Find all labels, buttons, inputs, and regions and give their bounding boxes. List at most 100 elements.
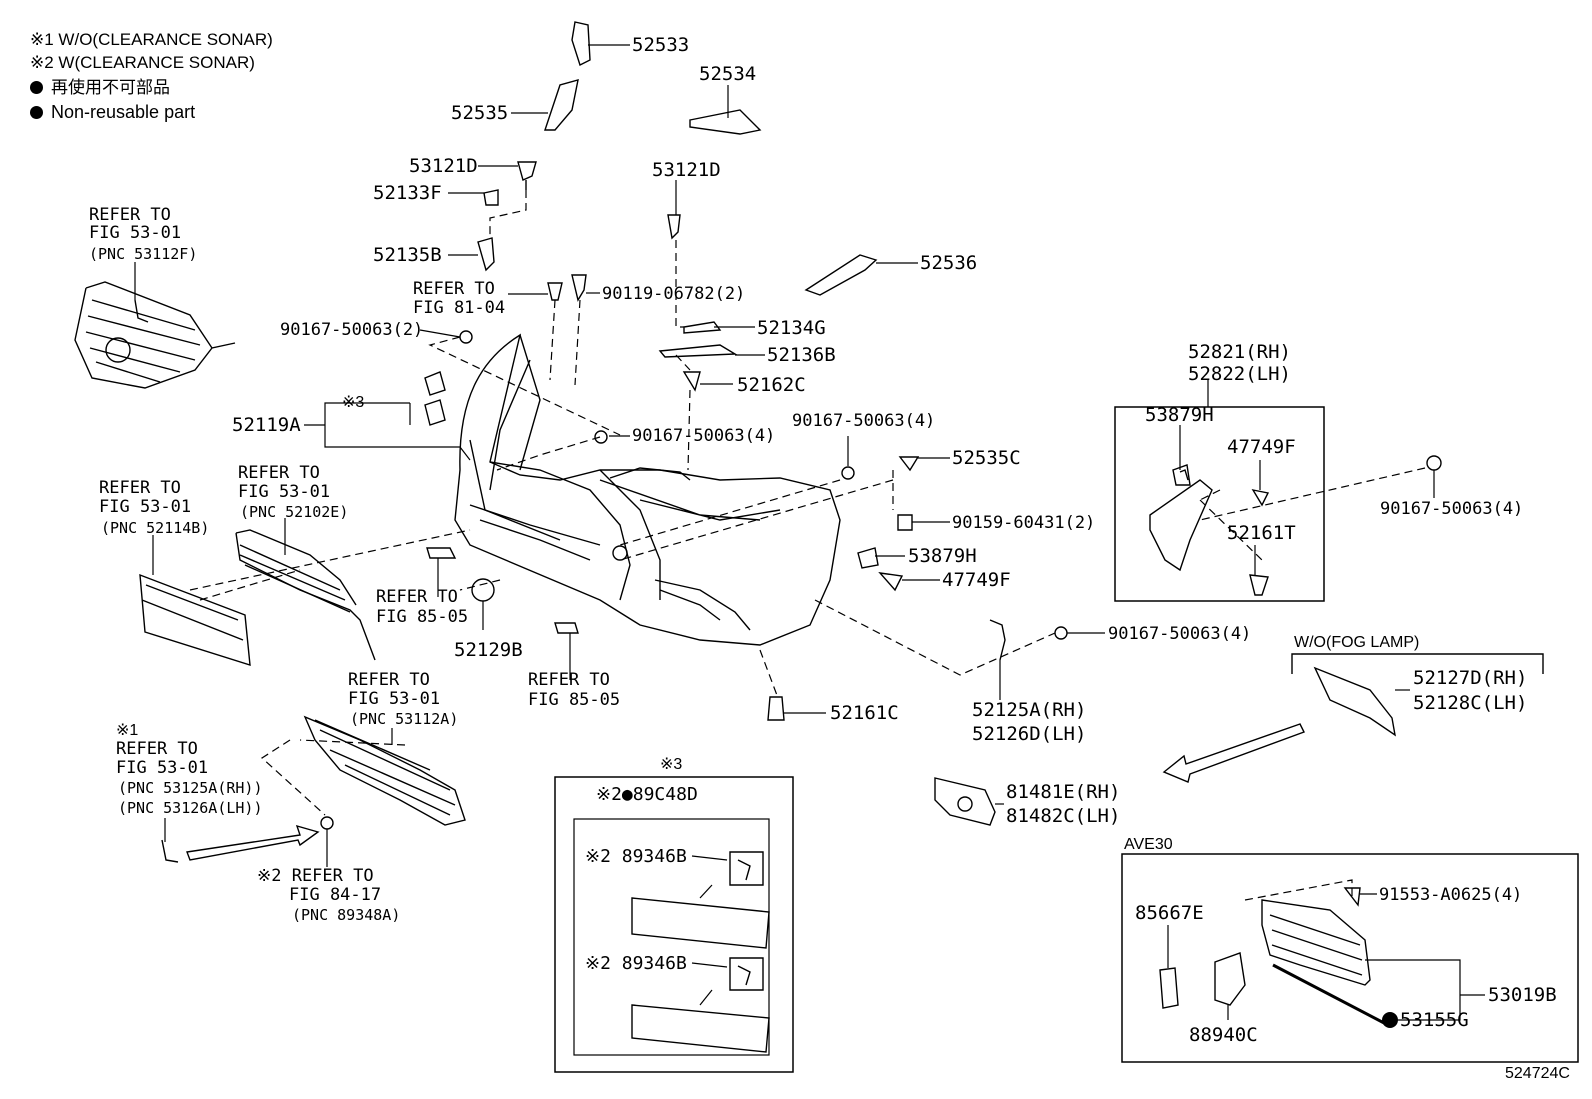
legend-note-2: ※2 W(CLEARANCE SONAR) [30,53,255,72]
part-label-52161C[interactable]: 52161C [830,702,899,724]
refer-53125A-line3[interactable]: (PNC 53125A(RH)) [118,779,263,797]
part-label-52161T[interactable]: 52161T [1227,522,1296,544]
part-label-52535[interactable]: 52535 [451,102,509,124]
refer-53112A-line2[interactable]: FIG 53-01 [348,689,441,709]
clip-52161C-drawing [767,696,785,721]
part-label-52535C[interactable]: 52535C [952,447,1021,469]
clip-53121D-b-drawing [667,214,681,240]
part-label-52821[interactable]: 52821(RH) [1188,341,1291,363]
part-label-81481E[interactable]: 81481E(RH) [1006,781,1121,803]
part-label-47749F-b[interactable]: 47749F [1227,436,1296,458]
arrow-right-shape [186,824,320,861]
bracket-52535-drawing [544,79,579,131]
sensor-plate-a-drawing [631,897,770,949]
front-grille-lower-drawing [303,715,466,826]
part-label-52136B[interactable]: 52136B [767,344,836,366]
refer-81-04-line1[interactable]: REFER TO [413,279,495,299]
part-53879H-b-drawing [1172,464,1191,486]
part-label-52128C[interactable]: 52128C(LH) [1413,692,1528,714]
clip-52162C-drawing [682,371,701,392]
refer-89348A-line2[interactable]: FIG 84-17 [289,885,382,905]
refer-89348A-line3[interactable]: (PNC 89348A) [292,906,401,924]
refer-52114B-line1[interactable]: REFER TO [99,478,181,498]
part-label-90167-e[interactable]: 90167-50063(4) [1380,499,1524,519]
part-label-90167-c[interactable]: 90167-50063(4) [792,411,936,431]
nut-90167-e-drawing [1426,455,1442,471]
part-52161T-drawing [1249,574,1269,596]
part-label-53155G[interactable]: 53155G [1400,1009,1469,1031]
refer-53112F-line2[interactable]: FIG 53-01 [89,223,182,243]
part-label-52822[interactable]: 52822(LH) [1188,363,1291,385]
refer-53125A-line1[interactable]: REFER TO [116,739,198,759]
refer-53112F-line3[interactable]: (PNC 53112F) [89,245,198,263]
part-label-52135B[interactable]: 52135B [373,244,442,266]
part-refer-85-05b-drawing [554,622,579,634]
part-label-90167-d[interactable]: 90167-50063(4) [1108,624,1252,644]
part-label-52133F[interactable]: 52133F [373,182,442,204]
part-label-89346B-b[interactable]: ※2 89346B [585,953,687,974]
part-label-90167-a[interactable]: 90167-50063(2) [280,320,424,340]
bracket-52533-drawing [571,21,591,66]
cap-52129B-drawing [471,578,495,602]
refer-52114B-line3[interactable]: (PNC 52114B) [101,519,210,537]
nut-90167-b-drawing [594,430,608,444]
part-label-52126D[interactable]: 52126D(LH) [972,723,1087,745]
holder-89346B-a-drawing [729,851,764,886]
refer-52102E-line3[interactable]: (PNC 52102E) [240,503,349,521]
part-label-81482C[interactable]: 81482C(LH) [1006,805,1121,827]
part-label-90167-b[interactable]: 90167-50063(4) [632,426,776,446]
note-x3: ※3 [342,394,365,411]
part-label-52134G[interactable]: 52134G [757,317,826,339]
part-label-91553[interactable]: 91553-A0625(4) [1379,885,1523,905]
part-52134G-drawing [683,321,722,334]
part-label-52533[interactable]: 52533 [632,34,690,56]
refer-81-04-line2[interactable]: FIG 81-04 [413,298,506,318]
refer-89348A-line1[interactable]: ※2 REFER TO [257,866,374,886]
refer-53125A-line4[interactable]: (PNC 53126A(LH)) [118,799,263,817]
part-label-53121D-b[interactable]: 53121D [652,159,721,181]
refer-52102E-line1[interactable]: REFER TO [238,463,320,483]
part-label-88940C[interactable]: 88940C [1189,1024,1258,1046]
part-refer-85-05a-drawing [426,547,457,559]
refer-52114B-line2[interactable]: FIG 53-01 [99,497,192,517]
part-label-52119A[interactable]: 52119A [232,414,301,436]
holder-89346B-b-drawing [729,957,764,991]
ave30-label: AVE30 [1124,836,1173,853]
part-label-85667E[interactable]: 85667E [1135,902,1204,924]
wo-fog-lamp-label: W/O(FOG LAMP) [1294,634,1420,651]
refer-85-05b-line2[interactable]: FIG 85-05 [528,690,621,710]
part-label-52534[interactable]: 52534 [699,63,757,85]
part-label-53879H-a[interactable]: 53879H [908,545,977,567]
license-bracket-drawing [139,573,251,666]
refer-85-05b-line1[interactable]: REFER TO [528,670,610,690]
bracket-52536-drawing [804,254,878,296]
refer-53112F-line1[interactable]: REFER TO [89,205,171,225]
part-label-89C48D[interactable]: ※2●89C48D [596,784,698,805]
part-label-90119[interactable]: 90119-06782(2) [602,284,746,304]
part-label-52127D[interactable]: 52127D(RH) [1413,667,1528,689]
part-label-52536[interactable]: 52536 [920,252,978,274]
part-label-52129B[interactable]: 52129B [454,639,523,661]
bracket-52125A-drawing [989,619,1006,661]
part-label-90159[interactable]: 90159-60431(2) [952,513,1096,533]
refer-85-05a-line2[interactable]: FIG 85-05 [376,607,469,627]
refer-53112A-line3[interactable]: (PNC 53112A) [350,710,459,728]
nut-90167-d-drawing [1054,626,1068,640]
refer-85-05a-line1[interactable]: REFER TO [376,587,458,607]
refer-53125A-line2[interactable]: FIG 53-01 [116,758,209,778]
part-label-52162C[interactable]: 52162C [737,374,806,396]
nut-90167-a-drawing [459,330,473,344]
fog-bezel-drawing [934,777,996,826]
refer-52102E-line2[interactable]: FIG 53-01 [238,482,331,502]
nut-90167-c-drawing [841,466,855,480]
part-label-53019B[interactable]: 53019B [1488,984,1557,1006]
refer-53112A-line1[interactable]: REFER TO [348,670,430,690]
part-label-47749F-a[interactable]: 47749F [942,569,1011,591]
note-x1: ※1 [116,722,139,739]
part-label-53879H-b[interactable]: 53879H [1145,404,1214,426]
arrow-left-shape [1162,723,1305,783]
part-label-53121D-a[interactable]: 53121D [409,155,478,177]
part-label-52125A[interactable]: 52125A(RH) [972,699,1087,721]
bolt-90159-drawing [897,514,913,531]
part-label-89346B-a[interactable]: ※2 89346B [585,846,687,867]
